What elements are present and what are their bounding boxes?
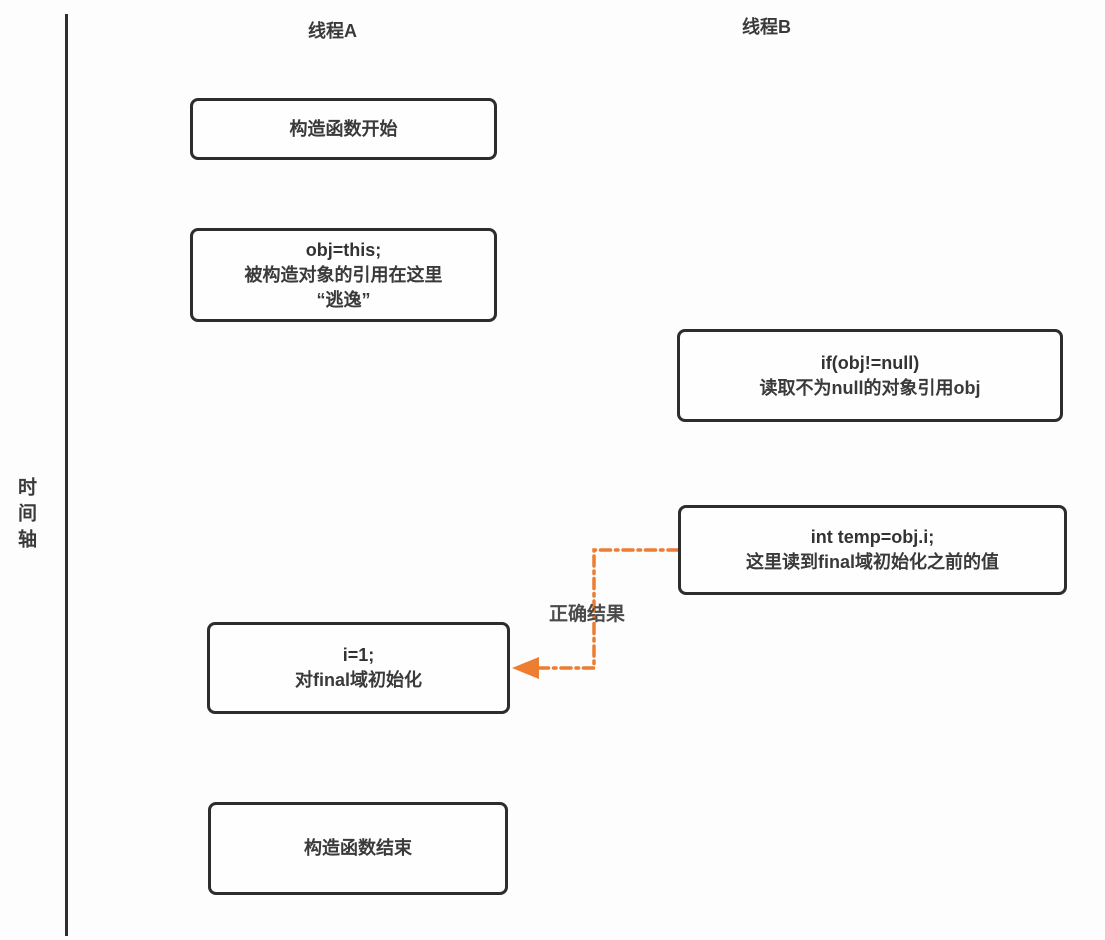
lane-header-thread-a: 线程A <box>308 21 357 41</box>
node-text-line: 这里读到final域初始化之前的值 <box>745 552 999 572</box>
correct-result-arrow-label: 正确结果 <box>549 604 626 625</box>
time-axis-line <box>65 14 68 936</box>
node-text-line: “逃逸” <box>316 289 371 310</box>
node-int-temp-read: int temp=obj.i; 这里读到final域初始化之前的值 <box>678 505 1067 595</box>
node-constructor-start: 构造函数开始 <box>190 98 497 160</box>
node-text-line: 读取不为null的对象引用obj <box>759 377 981 398</box>
node-text-line: 被构造对象的引用在这里 <box>244 264 443 285</box>
time-axis-label: 时间轴 <box>15 477 36 555</box>
node-code-line: i=1; <box>342 645 375 665</box>
node-final-init: i=1; 对final域初始化 <box>207 622 510 714</box>
node-code-line: int temp=obj.i; <box>810 527 935 547</box>
lane-header-thread-b: 线程B <box>742 17 791 37</box>
node-obj-this-escape: obj=this; 被构造对象的引用在这里 “逃逸” <box>190 228 497 322</box>
node-code-line: if(obj!=null) <box>820 352 920 373</box>
node-text-line: 对final域初始化 <box>294 670 422 690</box>
node-code-line: obj=this; <box>305 239 382 260</box>
node-text-line: 构造函数开始 <box>289 118 398 139</box>
node-if-obj-not-null: if(obj!=null) 读取不为null的对象引用obj <box>677 329 1063 422</box>
node-constructor-end: 构造函数结束 <box>208 802 508 895</box>
node-text-line: 构造函数结束 <box>304 838 412 858</box>
